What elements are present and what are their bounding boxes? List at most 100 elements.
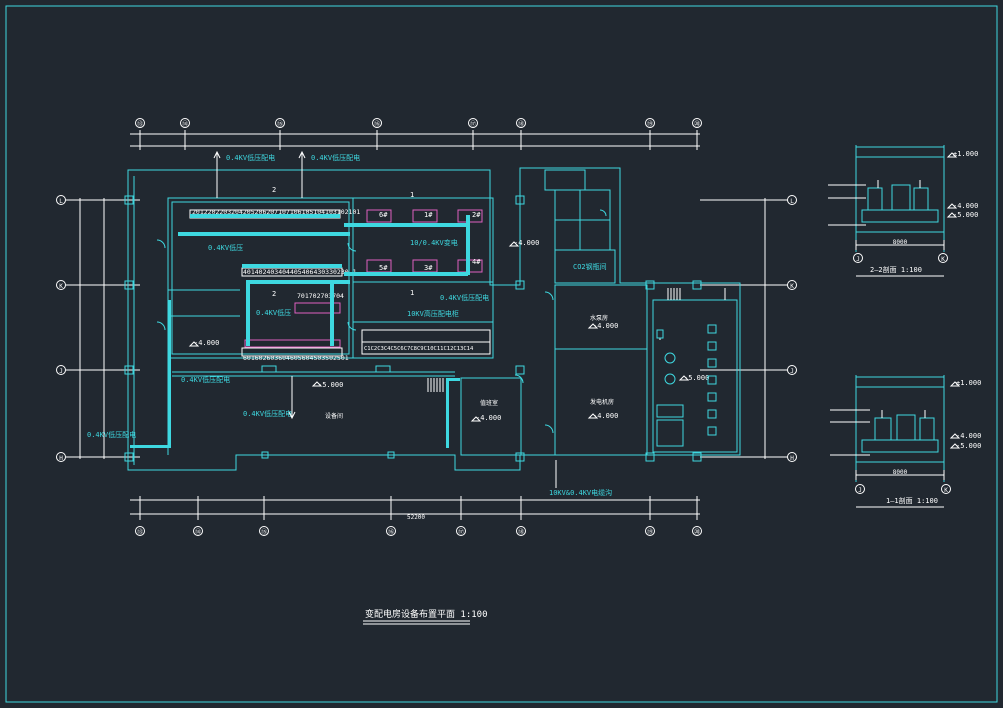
transformer-2: 2# [472,211,481,219]
axis-label: K [944,487,948,494]
axis-label: ⑳ [694,120,700,128]
axis-label: ⑰ [470,120,476,128]
row-axes: L K J H L K J H [56,195,797,462]
lv-room [167,197,354,359]
section-2-elev-3: -5.000 [953,211,978,219]
cabinet-row-2: 401402403404405406430330230 1 [243,268,357,276]
busbars [130,215,470,448]
equipment-room-label: 设备间 [325,412,343,420]
plan-title: 变配电房设备布置平面 1:100 [365,608,488,620]
lv-label-mid: 0.4KV低压 [208,243,243,252]
section-2-elev-1: ±1.000 [953,150,978,158]
room-right-bottom [554,348,648,456]
lv-label-top-2: 0.4KV低压配电 [311,153,360,162]
elevation-2: -4.000 [194,339,219,347]
section-2-title: 2—2剖面 1:100 [870,265,922,274]
hv-cabinet-row: C1C2C3C4C5C6C7C8C9C10C11C12C13C14 [364,346,474,352]
bottom-total-dimension: 52200 [407,514,425,521]
duty-room-label: 值班室 [480,399,498,407]
axis-label: K [941,256,945,263]
drawing-frame [5,5,998,703]
lv-label-far-left: 0.4KV低压配电 [87,430,136,439]
section-2-2: 8000 J K ±1.000 -4.000 -5.000 2—2剖面 1:10… [828,145,978,277]
elevation-1: -4.000 [514,239,539,247]
axis-label: ⑬ [137,120,143,128]
elevation-6: -4.000 [593,412,618,420]
transformer-5: 5# [379,264,388,272]
cabinet-row-1: 2012202203204205206207107106105104103102… [192,208,360,216]
axis-label: H [59,455,63,462]
column-axes-bottom: ⑬ ⑭ ⑮ ⑯ ⑰ ⑱ ⑲ ⑳ [135,526,702,536]
section-marker-2b: 2 [272,290,276,298]
elevation-3: -5.000 [318,381,343,389]
axis-label: ⑭ [195,528,201,536]
axis-label: ⑲ [647,528,653,536]
transformer-1: 1# [424,211,433,219]
axis-label: ⑯ [388,528,394,536]
axis-label: ⑯ [374,120,380,128]
section-marker-2: 2 [272,186,276,194]
section-marker-1b: 1 [410,289,414,297]
stair-lines [427,288,681,392]
axis-label: H [790,455,794,462]
transformer-label: 10/0.4KV变电 [410,238,458,247]
elevation-5: -4.000 [593,322,618,330]
axis-label: L [59,198,63,205]
pump-room-label: 水泵房 [590,314,608,322]
hv-label: 10KV高压配电柜 [407,309,459,318]
section-1-1: 8000 J K ±1.000 -4.000 -5.000 1—1剖面 1:10… [830,375,981,508]
lv-label-left: 0.4KV低压配电 [181,375,230,384]
hv-bottom-label: 10KV&0.4KV电缆沟 [549,488,612,497]
axis-label: K [59,283,63,290]
axis-label: L [790,198,794,205]
axis-label: ⑱ [518,120,524,128]
section-2-elev-2: -4.000 [953,202,978,210]
axis-label: ⑰ [458,528,464,536]
hv-room [352,197,494,359]
generator-equipment [656,288,726,447]
section-1-title: 1—1剖面 1:100 [886,496,938,505]
axis-label: ⑮ [277,120,283,128]
elevation-marks: -4.000 -4.000 -5.000 -4.000 -4.000 -4.00… [188,239,709,422]
cabinet-row-3: 701702703704 [297,292,344,300]
axis-label: J [856,256,860,263]
hv-cabinets: C1C2C3C4C5C6C7C8C9C10C11C12C13C14 [361,329,491,355]
section-marker-1: 1 [410,191,414,199]
column-axes-top: ⑬ ⑭ ⑮ ⑯ ⑰ ⑱ ⑲ ⑳ [135,118,702,128]
transformer-4: 4# [472,258,481,266]
lv-cabinets: 2012202203204205206207107106105104103102… [189,208,483,362]
generator-room [652,299,738,453]
section-1-dimension: 8000 [893,469,908,476]
section-1-elev-2: -4.000 [956,432,981,440]
co2-room-label: CO2钢瓶间 [573,262,607,271]
walls [124,167,741,471]
axis-label: ⑬ [137,528,143,536]
lv-label-bottom: 0.4KV低压配电 [243,409,292,418]
axis-label: ⑭ [182,120,188,128]
co2-room [554,249,616,284]
lv-label-mid-2: 0.4KV低压 [256,308,291,317]
axis-label: J [59,368,63,375]
axis-label: K [790,283,794,290]
section-1-elev-3: -5.000 [956,442,981,450]
columns [124,195,702,462]
axis-label: J [790,368,794,375]
section-1-elev-1: ±1.000 [956,379,981,387]
transformer-markers: 1# 2# 3# 4# 5# 6# 2 1 1 2 [272,186,481,298]
generator-room-label: 发电机房 [590,398,614,406]
axis-label: J [858,487,862,494]
top-dimensions [130,130,700,150]
section-2-dimension: 8000 [893,239,908,246]
transformer-3: 3# [424,264,433,272]
axis-label: ⑮ [261,528,267,536]
cabinet-row-4: 601602603604605604503502501 [243,354,349,362]
doors [156,209,607,434]
transformer-6: 6# [379,211,388,219]
elevation-7: -5.000 [684,374,709,382]
plan-labels: 0.4KV低压配电 0.4KV低压配电 0.4KV低压 0.4KV低压 0.4K… [87,150,614,497]
lv-label-right: 0.4KV低压配电 [440,293,489,302]
lv-label-top-1: 0.4KV低压配电 [226,153,275,162]
bottom-dimensions [130,496,700,520]
axis-label: ⑳ [694,528,700,536]
